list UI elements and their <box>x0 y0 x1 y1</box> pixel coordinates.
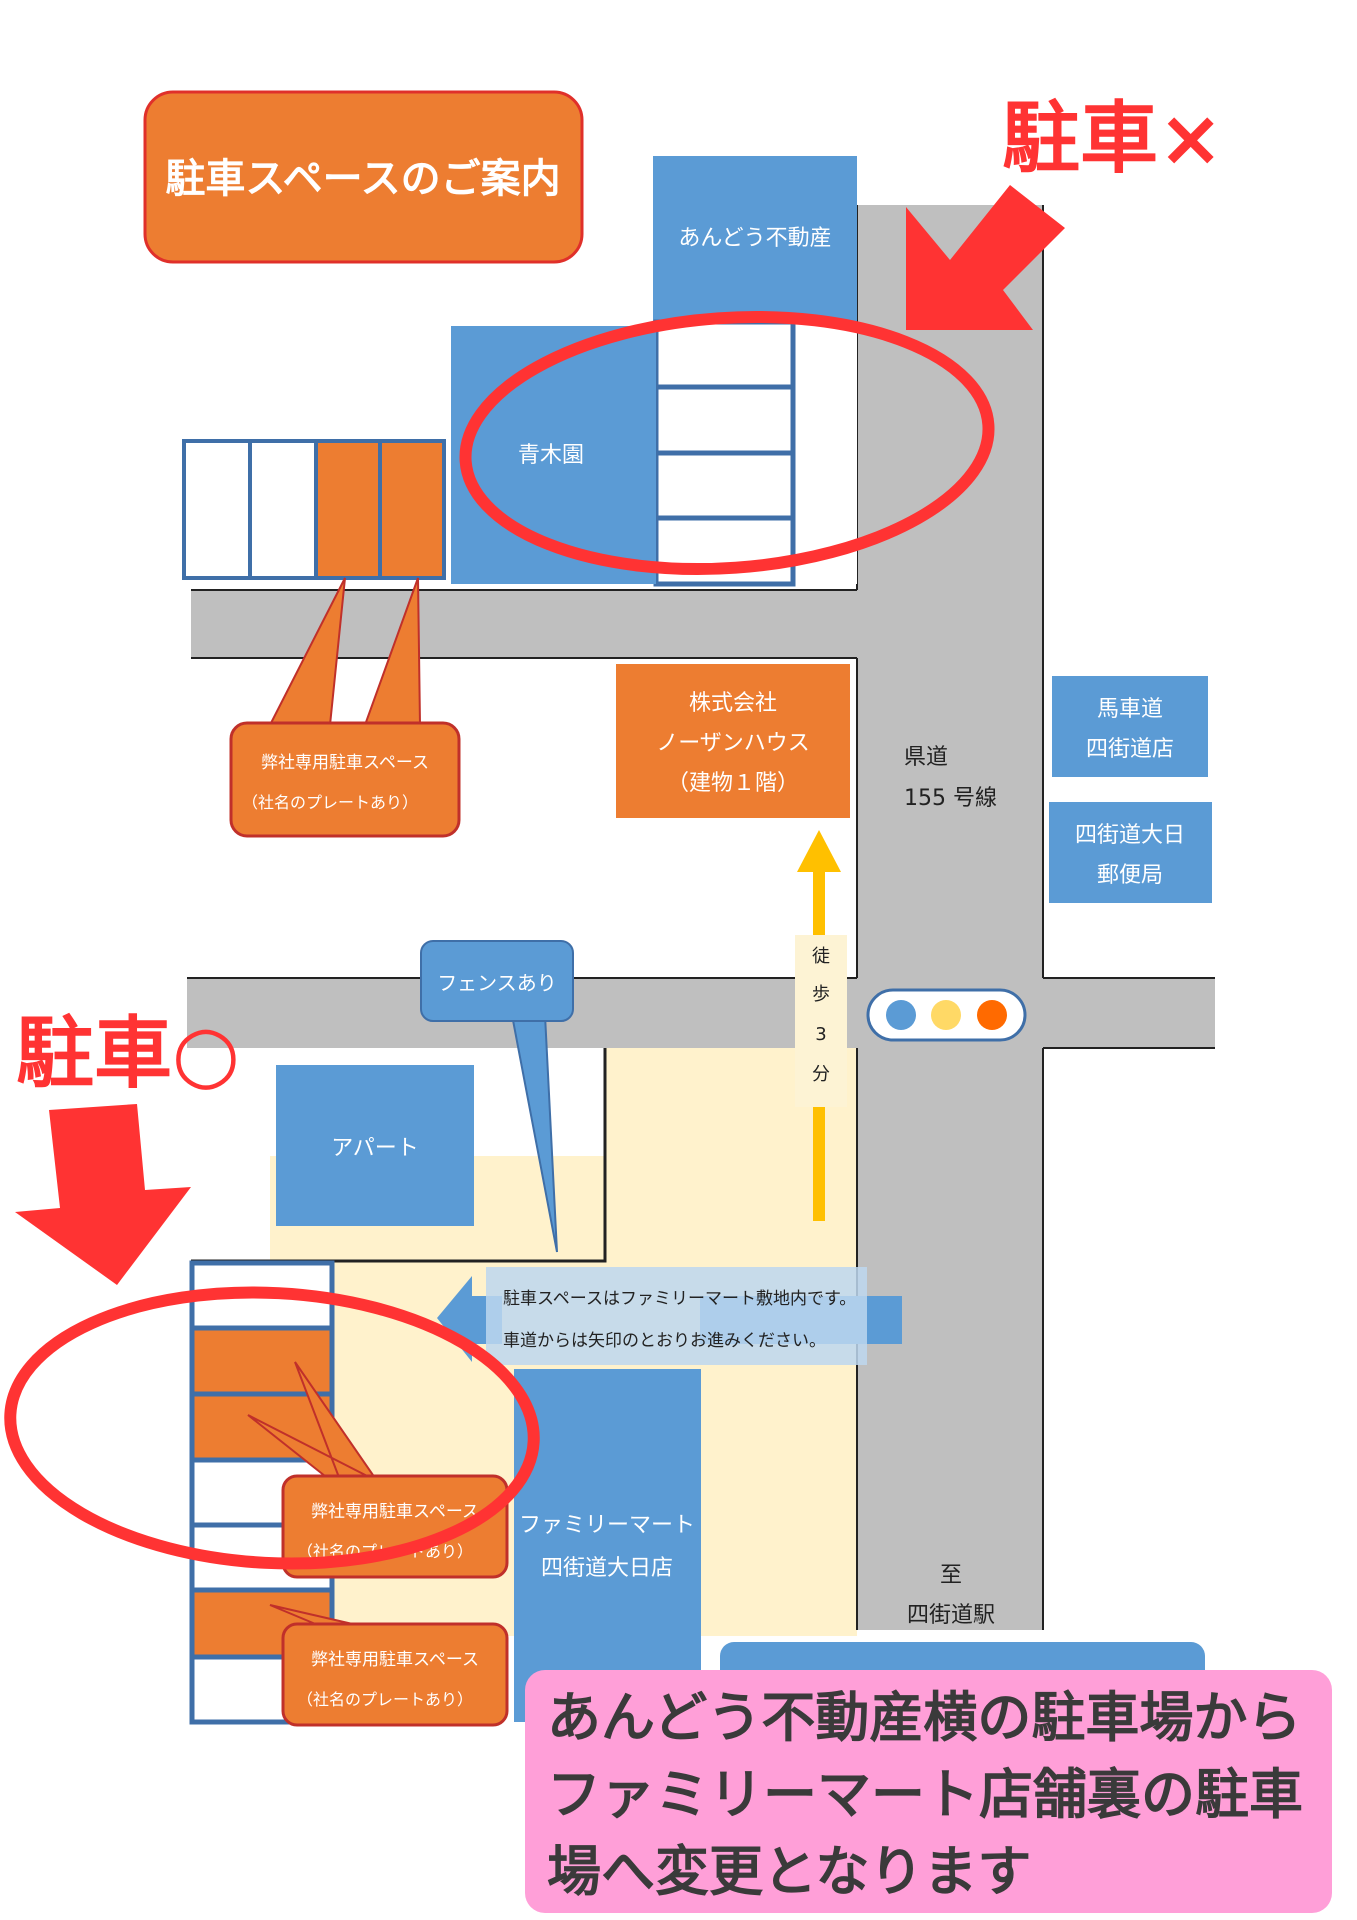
red-arrow-down-left-icon <box>906 185 1065 330</box>
lower-side-road <box>187 978 1215 1048</box>
walking-arrow: 徒 歩 3 分 <box>795 830 847 1221</box>
aokien-label: 青木園 <box>518 443 584 468</box>
svg-text:郵便局: 郵便局 <box>1097 863 1163 888</box>
notice-arrow: 駐車スペースはファミリーマート敷地内です。 車道からは矢印のとおりお進みください… <box>437 1267 902 1365</box>
svg-text:（社名のプレートあり）: （社名のプレートあり） <box>242 793 418 812</box>
lower-private-callout-2: 弊社専用駐車スペース （社名のプレートあり） <box>269 1604 509 1727</box>
road-label: 155 号線 <box>904 786 997 811</box>
svg-text:弊社専用駐車スペース: 弊社専用駐車スペース <box>261 753 429 773</box>
upper-private-slots <box>182 439 446 580</box>
post-office-building <box>1049 802 1212 903</box>
upper-side-road <box>191 590 857 658</box>
andou-label: あんどう不動産 <box>678 226 831 251</box>
announcement-box <box>525 1670 1332 1913</box>
fence-callout: フェンスあり <box>420 940 574 1253</box>
svg-text:（社名のプレートあり）: （社名のプレートあり） <box>297 1690 473 1709</box>
svg-text:駐車スペースはファミリーマート敷地内です。: 駐車スペースはファミリーマート敷地内です。 <box>503 1289 856 1309</box>
traffic-light-icon <box>866 988 1027 1042</box>
old-parking-circle <box>459 310 995 576</box>
northern-house-building <box>616 664 850 818</box>
svg-text:歩: 歩 <box>812 984 830 1005</box>
upper-private-callout: 弊社専用駐車スペース （社名のプレートあり） <box>229 577 461 838</box>
road-label: 県道 <box>904 745 948 770</box>
announcement-line: あんどう不動産横の駐車場から <box>547 1686 1301 1749</box>
apartment-label: アパート <box>331 1136 419 1161</box>
svg-text:3: 3 <box>815 1024 826 1045</box>
announcement-line: ファミリーマート店舗裏の駐車 <box>547 1763 1303 1826</box>
northern-label: ノーザンハウス <box>656 731 810 756</box>
svg-text:四街道店: 四街道店 <box>1086 737 1174 762</box>
svg-text:弊社専用駐車スペース: 弊社専用駐車スペース <box>311 1650 479 1670</box>
svg-text:分: 分 <box>812 1064 830 1085</box>
title-box <box>143 90 584 264</box>
northern-label: （建物１階） <box>667 771 799 796</box>
prefectural-road <box>857 205 1043 1630</box>
svg-text:四街道大日: 四街道大日 <box>1075 823 1185 848</box>
svg-text:フェンスあり: フェンスあり <box>437 971 557 995</box>
svg-text:ファミリーマート: ファミリーマート <box>519 1513 695 1538</box>
station-label: 四街道駅 <box>907 1603 995 1628</box>
bashamichi-building <box>1052 676 1208 777</box>
svg-text:馬車道: 馬車道 <box>1097 697 1163 722</box>
title: 駐車スペースのご案内 <box>165 156 560 202</box>
northern-label: 株式会社 <box>689 691 777 716</box>
svg-text:弊社専用駐車スペース: 弊社専用駐車スペース <box>311 1502 479 1522</box>
red-arrow-down-icon <box>15 1104 191 1285</box>
andou-building <box>653 156 857 322</box>
svg-text:車道からは矢印のとおりお進みください。: 車道からは矢印のとおりお進みください。 <box>503 1331 826 1351</box>
station-label: 至 <box>940 1563 962 1588</box>
parking-ng-label: 駐車× <box>1002 94 1223 184</box>
svg-text:徒: 徒 <box>812 946 830 967</box>
new-parking-circle <box>4 1286 540 1570</box>
old-parking-slots <box>653 319 796 587</box>
familymart-building <box>514 1369 701 1722</box>
apartment-building <box>276 1065 474 1226</box>
announcement-line: 場へ変更となります <box>547 1840 1031 1903</box>
svg-text:四街道大日店: 四街道大日店 <box>541 1556 673 1581</box>
parking-ok-label: 駐車○ <box>16 1009 240 1099</box>
